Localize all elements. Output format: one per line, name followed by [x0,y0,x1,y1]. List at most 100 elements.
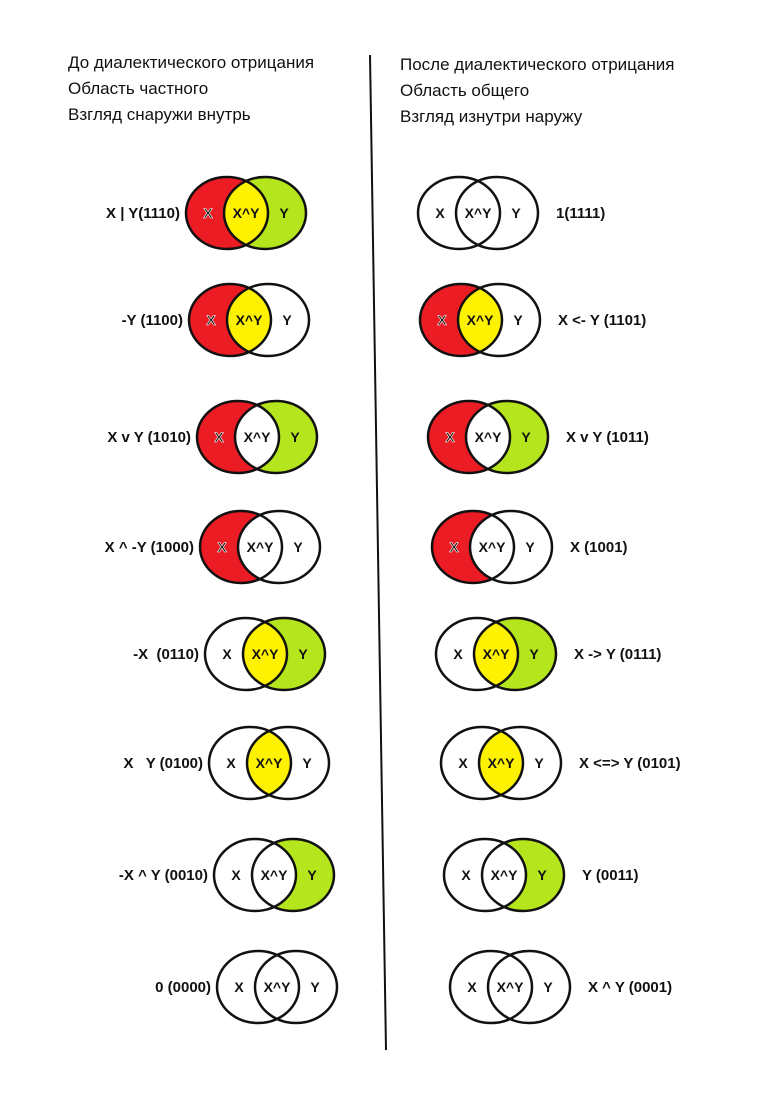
y-circle-outline [222,175,308,251]
y-circle-outline [454,175,540,251]
right-header-line: Взгляд изнутри наружу [400,107,583,126]
y-region-label: Y [302,755,312,771]
right-operation-label: X -> Y (0111) [574,646,661,663]
x-region-label: X [234,979,244,995]
venn-left-0: X X^Y Y [184,175,308,251]
x-circle-outline [430,509,516,585]
y-region-label: Y [534,755,544,771]
x-circle-outline [418,282,504,358]
y-region-label: Y [293,539,303,555]
y-circle-outline [464,399,550,475]
y-circle-outline [250,837,336,913]
right-operation-label: X ^ Y (0001) [588,979,672,996]
intersection-region [235,401,279,473]
x-circle-outline [426,399,512,475]
intersection-region [466,401,510,473]
right-operation-label: X <- Y (1101) [558,312,646,329]
intersection-region [482,839,526,911]
x-region-label: X [231,867,241,883]
xy-region-label: X^Y [252,646,280,662]
xy-region-label: X^Y [465,205,493,221]
y-region-label: Y [298,646,308,662]
x-circle-outline [187,282,273,358]
xy-region-label: X^Y [247,539,275,555]
y-region-label: Y [282,312,292,328]
intersection-region [238,511,282,583]
left-operation-label: -Y (1100) [122,312,183,329]
x-circle-outline [207,725,293,801]
venn-right-2: X X^Y Y [426,399,550,475]
y-circle-outline [477,725,563,801]
y-circle-outline [468,509,554,585]
xy-region-label: X^Y [491,867,519,883]
x-region-label: X [458,755,468,771]
x-circle-outline [434,616,520,692]
xy-region-label: X^Y [479,539,507,555]
x-circle-outline [198,509,284,585]
intersection-region [458,284,502,356]
right-header-line: После диалектического отрицания [400,55,675,74]
y-circle-outline [233,399,319,475]
y-region-label: Y [307,867,317,883]
intersection-region [243,618,287,690]
x-region-label: X [435,205,445,221]
y-circle-outline [253,949,339,1025]
y-region-label: Y [290,429,300,445]
x-region-label: X [203,205,213,221]
left-operation-label: X ^ -Y (1000) [105,539,194,556]
x-circle-outline [203,616,289,692]
y-region-label: Y [310,979,320,995]
left-operation-label: -X ^ Y (0010) [119,867,208,884]
xy-region-label: X^Y [233,205,261,221]
y-region-label: Y [511,205,521,221]
intersection-region [227,284,271,356]
venn-left-3: X X^Y Y [198,509,322,585]
y-region-label: Y [543,979,553,995]
left-header-line: Взгляд снаружи внутрь [68,105,251,124]
y-circle-outline [456,282,542,358]
right-operation-label: X <=> Y (0101) [579,755,681,772]
xy-region-label: X^Y [256,755,284,771]
x-region-label: X [226,755,236,771]
y-region-label: Y [521,429,531,445]
x-region-label: X [461,867,471,883]
intersection-region [224,177,268,249]
y-region-label: Y [529,646,539,662]
x-region-label: X [437,312,447,328]
left-operation-label: X Y (0100) [124,755,204,772]
x-region-label: X [214,429,224,445]
y-region-label: Y [525,539,535,555]
y-circle-outline [236,509,322,585]
x-region-label: X [217,539,227,555]
x-circle-outline [215,949,301,1025]
xy-region-label: X^Y [236,312,264,328]
y-circle-outline [472,616,558,692]
x-circle-outline [212,837,298,913]
intersection-region [456,177,500,249]
right-operation-label: X v Y (1011) [566,429,649,446]
intersection-region [252,839,296,911]
x-region-label: X [467,979,477,995]
left-operation-label: X | Y(1110) [106,205,180,222]
right-operation-label: 1(1111) [556,205,605,222]
right-operation-label: Y (0011) [582,867,638,884]
x-region-label: X [445,429,455,445]
xy-region-label: X^Y [475,429,503,445]
x-circle-outline [184,175,270,251]
intersection-region [479,727,523,799]
y-circle-outline [245,725,331,801]
y-region-label: Y [279,205,289,221]
left-header-line: До диалектического отрицания [68,53,315,72]
intersection-region [255,951,299,1023]
